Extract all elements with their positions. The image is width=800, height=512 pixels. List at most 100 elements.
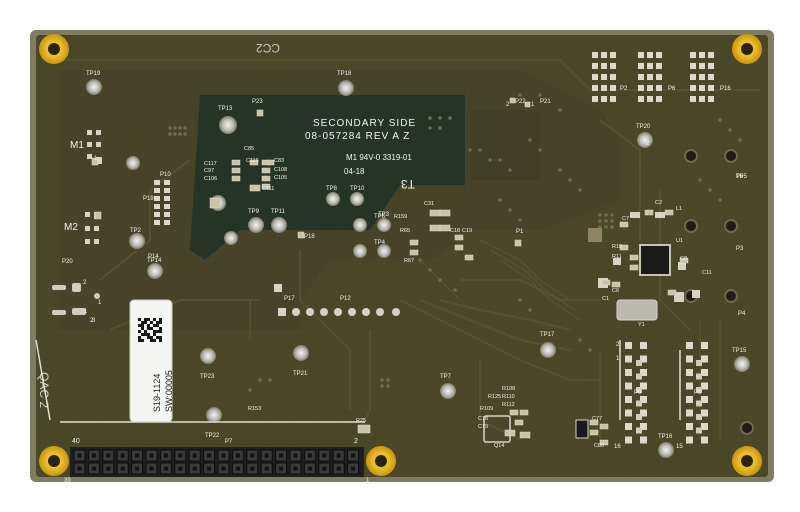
header-pad	[647, 52, 653, 58]
test-point-label: TP3	[378, 212, 390, 218]
via-field	[168, 93, 742, 392]
header-pad	[640, 369, 647, 376]
header-pad	[647, 85, 653, 91]
header-designator: P12	[340, 296, 351, 302]
smd-component	[519, 409, 529, 416]
header-designator: P5	[736, 174, 744, 180]
pin-mark: 1	[98, 300, 102, 306]
smd-component	[261, 183, 271, 190]
header-pad	[701, 409, 708, 417]
header-pad	[638, 74, 644, 80]
header-pad	[625, 342, 632, 349]
smd-component	[514, 239, 522, 247]
header-pad	[656, 63, 662, 69]
smd-component	[599, 439, 609, 446]
header-designator: P21	[540, 99, 551, 105]
hand-mark-left: QAC 2	[37, 372, 51, 408]
component-designator: C117	[204, 161, 217, 167]
sticker-serial: S19-1124	[152, 374, 162, 412]
smd-component	[357, 424, 371, 434]
header-pad	[690, 85, 696, 91]
header-designator: P18	[304, 234, 315, 240]
mounting-hole	[39, 446, 69, 476]
component-designator: C116	[246, 158, 259, 164]
smd-component	[619, 244, 629, 251]
test-point-label: TP13	[218, 106, 233, 112]
component-designator: R159	[394, 214, 407, 220]
mounting-hole	[39, 34, 69, 64]
test-point-label: TP22	[205, 433, 220, 439]
smd-component	[664, 209, 674, 216]
header-pad	[647, 63, 653, 69]
component-designator: C1	[602, 296, 609, 302]
header-pad	[610, 52, 616, 58]
p7-pin-40: 40	[72, 438, 80, 445]
header-designator: P9	[634, 390, 642, 396]
smd-component	[409, 249, 419, 256]
smd-component	[611, 281, 621, 288]
mounting-holes	[39, 34, 762, 476]
component-designator: R112	[502, 402, 515, 408]
header-pad	[640, 355, 647, 363]
header-pad	[656, 52, 662, 58]
smd-component	[267, 159, 275, 166]
smd-component	[519, 431, 531, 439]
header-pad	[686, 423, 693, 430]
header-designator: P22	[515, 99, 526, 105]
header-pad	[690, 74, 696, 80]
header-pad	[699, 96, 705, 102]
header-pad	[701, 369, 708, 376]
mounting-hole	[366, 446, 396, 476]
header-pad	[708, 85, 714, 91]
component-designator: R153	[248, 406, 261, 412]
header-designator: P1	[516, 229, 524, 235]
p7-pin-2: 2	[354, 438, 358, 445]
test-point-label: TP6	[374, 214, 386, 220]
pin-mark: 2	[506, 102, 510, 108]
side-text: SECONDARY SIDE	[313, 118, 416, 129]
smd-component	[619, 221, 629, 228]
component-designator: R25	[356, 418, 366, 424]
header-pad	[592, 52, 598, 58]
smd-component	[454, 234, 464, 241]
smd-component	[231, 159, 241, 166]
header-pad	[708, 52, 714, 58]
hand-mark-top: CC2	[256, 41, 280, 55]
header-pad	[686, 369, 693, 376]
header-pads-right	[625, 342, 708, 444]
pin-mark: 1	[531, 102, 535, 108]
part-number: 08-057284 REV A Z	[305, 131, 410, 142]
test-point-label: TP23	[200, 374, 215, 380]
ul-mark: M1 94V-0 3319-01	[346, 153, 412, 162]
smd-component	[94, 211, 102, 220]
smd-component	[679, 257, 689, 264]
mounting-hole	[732, 446, 762, 476]
pin-mark: 2	[83, 280, 87, 286]
component-designator: U1	[676, 238, 683, 244]
component-designator: C83	[274, 158, 284, 164]
smd-component	[524, 101, 531, 108]
header-pad	[699, 63, 705, 69]
smd-component	[509, 409, 519, 416]
mounting-hole	[732, 34, 762, 64]
smd-component	[589, 429, 599, 436]
test-point-label: TP5	[736, 174, 748, 180]
header-designator: P8	[694, 390, 702, 396]
header-pad	[638, 96, 644, 102]
smd-component	[509, 97, 516, 104]
component-designator: C80	[594, 443, 604, 449]
serial-sticker	[129, 299, 173, 423]
smd-component	[429, 209, 441, 217]
component-designator: R108	[502, 386, 515, 392]
header-pad	[701, 396, 708, 403]
component-designator: C2	[655, 200, 662, 206]
header-pad	[701, 436, 708, 444]
header-pad	[699, 74, 705, 80]
header-designator: P17	[284, 296, 295, 302]
header-pad	[686, 396, 693, 403]
header-pad	[640, 396, 647, 403]
header-pad	[601, 52, 607, 58]
component-designator: Y1	[638, 322, 645, 328]
smd-component	[589, 419, 599, 426]
header-pad	[640, 409, 647, 417]
